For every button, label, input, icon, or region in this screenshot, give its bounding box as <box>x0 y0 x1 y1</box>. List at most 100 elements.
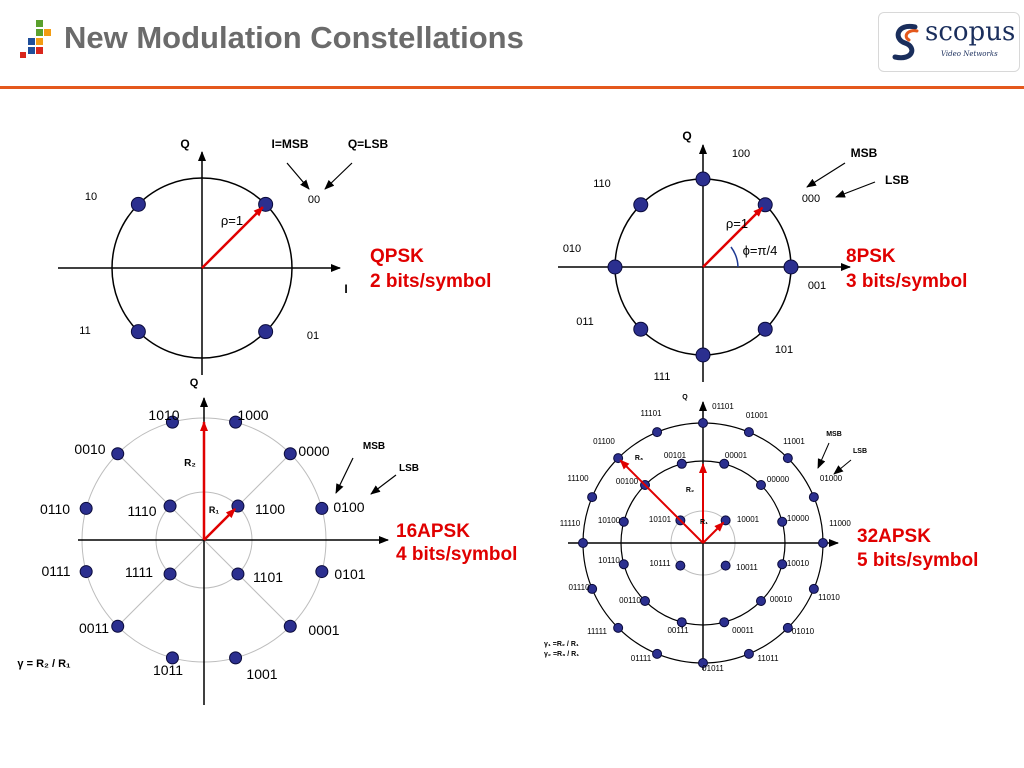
32apsk-middle-point <box>618 516 629 527</box>
bits-per-symbol: 4 bits/symbol <box>396 544 517 565</box>
32apsk-point-label: 00111 <box>667 626 689 635</box>
gamma1-formula: γ₁ =R₂ / R₁ <box>544 641 579 648</box>
32apsk-point-label: 00110 <box>619 596 641 605</box>
32apsk-point-label: 11111 <box>587 627 607 636</box>
qpsk-point <box>130 324 146 340</box>
8psk-point-label: 010 <box>563 243 581 255</box>
msb-label: MSB <box>363 441 385 452</box>
unit-circle <box>111 177 293 359</box>
32apsk-point-label: 11010 <box>818 593 840 602</box>
32apsk-middle-point <box>755 595 766 606</box>
16apsk-outer-point <box>111 619 125 633</box>
32apsk-outer-point <box>587 583 598 594</box>
8psk-point <box>695 171 711 187</box>
lsb-label: LSB <box>885 173 909 187</box>
16apsk-outer-point <box>79 565 93 579</box>
q-axis-label: Q <box>682 129 691 143</box>
16apsk-point-label: 1010 <box>148 407 179 423</box>
32apsk-outer-point <box>698 418 708 428</box>
32apsk-point-label: 00010 <box>770 595 793 604</box>
8psk-point-label: 000 <box>802 193 820 205</box>
r1-label: R₁ <box>209 505 219 515</box>
32apsk-outer-point <box>782 453 793 464</box>
r2-label: R₂ <box>184 458 196 469</box>
32apsk-middle-point <box>755 480 766 491</box>
32apsk-point-label: 00101 <box>664 451 687 460</box>
msb-pointer <box>806 162 846 188</box>
8psk-point <box>783 259 799 275</box>
32apsk-outer-point <box>743 648 754 659</box>
16apsk-point-label: 0001 <box>308 622 339 638</box>
32apsk-point-label: 10001 <box>737 515 760 524</box>
32apsk-inner-point <box>720 560 731 571</box>
diagonal-guide <box>117 453 205 541</box>
msb-pointer <box>335 457 354 494</box>
32apsk-outer-point <box>652 427 663 438</box>
32apsk-outer-point <box>808 583 819 594</box>
radius-vector <box>201 206 264 269</box>
page-title: New Modulation Constellations <box>64 20 524 55</box>
32apsk-inner-point <box>675 560 686 571</box>
32apsk-outer-point <box>698 658 708 668</box>
32apsk-middle-point <box>777 516 788 527</box>
32apsk-point-label: 10101 <box>649 515 672 524</box>
msb-label: I=MSB <box>271 137 308 151</box>
8psk-point <box>757 321 773 337</box>
phase-arc <box>730 246 739 268</box>
16apsk-point-label: 0010 <box>74 441 105 457</box>
diagonal-guide <box>117 539 205 627</box>
r1-vector <box>203 508 236 541</box>
16apsk-inner-point <box>163 567 177 581</box>
32apsk-point-label: 10100 <box>598 516 621 525</box>
32apsk-point-label: 10000 <box>787 514 810 523</box>
16apsk-point-label: 0101 <box>334 566 365 582</box>
16apsk-outer-point <box>283 447 297 461</box>
q-axis-label: Q <box>682 394 688 401</box>
8psk-point <box>633 321 649 337</box>
32apsk-outer-point <box>652 648 663 659</box>
16apsk-point-label: 0111 <box>41 563 70 579</box>
8psk-point-label: 101 <box>775 344 793 356</box>
32apsk-outer-point <box>613 622 624 633</box>
qpsk-point <box>130 196 146 212</box>
32apsk-point-label: 01011 <box>702 664 724 673</box>
msb-label: MSB <box>851 146 878 160</box>
16apsk-outer-point <box>315 565 329 579</box>
16apsk-point-label: 1000 <box>237 407 268 423</box>
32apsk-outer-point <box>818 538 828 548</box>
32apsk-point-label: 11110 <box>560 519 581 528</box>
32apsk-point-label: 10110 <box>598 556 620 565</box>
32apsk-middle-point <box>719 617 730 628</box>
company-logo: scopus Video Networks <box>878 12 1020 72</box>
32apsk-outer-point <box>743 427 754 438</box>
i-axis-label: I <box>344 282 347 296</box>
bits-per-symbol: 5 bits/symbol <box>857 550 978 571</box>
16apsk-outer-point <box>229 651 243 665</box>
32apsk-point-label: 00000 <box>767 475 790 484</box>
16apsk-point-label: 1110 <box>127 503 156 519</box>
16apsk-point-label: 0011 <box>79 620 109 636</box>
modulation-name: 8PSK <box>846 246 896 267</box>
slide-bullet-icon <box>20 20 51 58</box>
8psk-point <box>633 197 649 213</box>
r2-label: R₂ <box>686 487 694 494</box>
16apsk-outer-point <box>315 501 329 515</box>
bits-per-symbol: 3 bits/symbol <box>846 271 967 292</box>
modulation-name: 16APSK <box>396 521 470 542</box>
32apsk-middle-point <box>719 458 730 469</box>
16apsk-point-label: 1100 <box>255 501 285 517</box>
32apsk-middle-point <box>676 617 687 628</box>
lsb-pointer <box>370 474 397 495</box>
16apsk-inner-point <box>231 567 245 581</box>
32apsk-point-label: 11001 <box>783 437 805 446</box>
r1-label: R₁ <box>700 519 708 526</box>
32apsk-middle-point <box>618 559 629 570</box>
32apsk-point-label: 01010 <box>792 627 815 636</box>
16apsk-outer-point <box>111 447 125 461</box>
32apsk-point-label: 01111 <box>631 654 652 663</box>
diagonal-guide <box>203 539 291 627</box>
16apsk-outer-point <box>79 501 93 515</box>
